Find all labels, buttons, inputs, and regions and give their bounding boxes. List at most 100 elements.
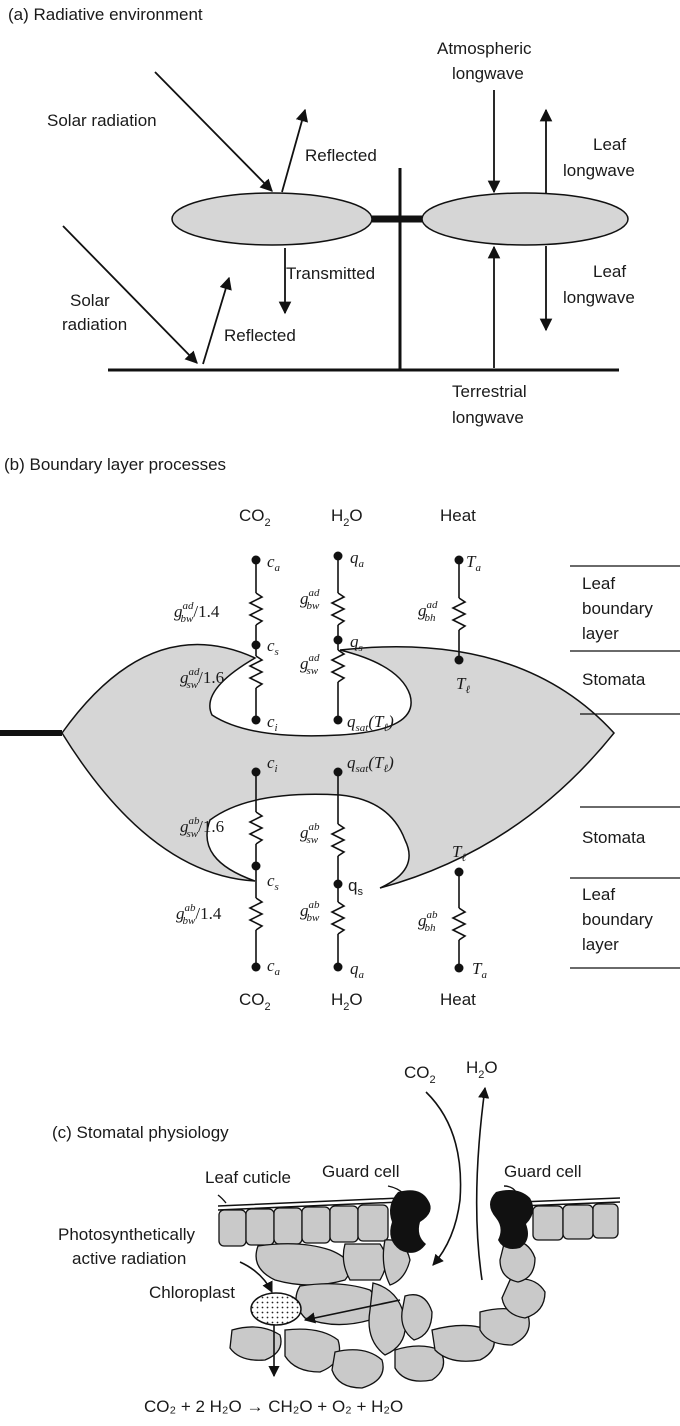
guard-cell-right-leader bbox=[503, 1185, 517, 1193]
node-qa-top bbox=[333, 551, 343, 561]
right-label-stomata-top: Stomata bbox=[582, 670, 646, 689]
right-label-leaf-top: Leaf bbox=[582, 574, 615, 593]
label-ta-bottom: Ta bbox=[472, 959, 487, 981]
panel-a-title: (a) Radiative environment bbox=[8, 5, 203, 24]
co2-to-chloroplast-arrow bbox=[303, 1299, 401, 1324]
node-ta-bottom bbox=[454, 963, 464, 973]
label-qa-bottom: qa bbox=[350, 959, 365, 981]
label-qsat-bottom: qsat(Tℓ) bbox=[347, 753, 394, 775]
right-leaf bbox=[421, 192, 629, 246]
solar-label-bottom: Solar bbox=[70, 291, 110, 310]
reflected-label-top: Reflected bbox=[305, 146, 377, 165]
label-qa-top: qa bbox=[350, 548, 365, 570]
h2o-top-chain bbox=[330, 556, 346, 720]
chloroplast-shape bbox=[250, 1292, 302, 1326]
reflected-label-bottom: Reflected bbox=[224, 326, 296, 345]
leaf-cuticle-label: Leaf cuticle bbox=[205, 1168, 291, 1187]
node-ci-top bbox=[251, 715, 261, 725]
panel-b-boundary-layer: (b) Boundary layer processes Leaf bounda… bbox=[0, 455, 680, 1013]
label-ca-bottom: ca bbox=[267, 956, 281, 978]
reflected-arrow-bottom bbox=[202, 276, 232, 365]
h2o-outflow-arrow bbox=[475, 1086, 490, 1281]
node-qs-bottom bbox=[333, 879, 343, 889]
heat-bottom-chain bbox=[451, 872, 467, 968]
right-label-leaf-bottom: Leaf bbox=[582, 885, 615, 904]
leaf-longwave-up-label-2: longwave bbox=[563, 161, 635, 180]
epidermal-cells-right bbox=[532, 1203, 619, 1241]
guard-cell-right-shape bbox=[490, 1190, 534, 1249]
label-ci-bottom: ci bbox=[267, 753, 278, 775]
chloroplast-label: Chloroplast bbox=[149, 1283, 235, 1302]
panel-b-title: (b) Boundary layer processes bbox=[4, 455, 226, 474]
node-qsat-top bbox=[333, 715, 343, 725]
guard-cell-left-leader bbox=[387, 1185, 405, 1195]
node-ca-top bbox=[251, 555, 261, 565]
node-qsat-bottom bbox=[333, 767, 343, 777]
par-label-2: active radiation bbox=[72, 1249, 186, 1268]
guard-cell-left-shape bbox=[390, 1190, 431, 1253]
solar-radiation-arrow-top bbox=[154, 71, 273, 192]
node-cs-top bbox=[251, 640, 261, 650]
guard-cell-right-label: Guard cell bbox=[504, 1162, 581, 1181]
co2-header-bottom: CO2 bbox=[239, 990, 271, 1013]
cuticle-leader bbox=[217, 1194, 227, 1204]
transmitted-label: Transmitted bbox=[286, 264, 375, 283]
leaf-cuticle-right bbox=[519, 1197, 621, 1207]
mesophyll-cells bbox=[229, 1239, 546, 1389]
solar-radiation-arrow-bottom bbox=[62, 225, 198, 364]
epidermal-cells-left bbox=[218, 1204, 389, 1247]
leaf-longwave-down-label-2: longwave bbox=[563, 288, 635, 307]
h2o-header-bottom: H2O bbox=[331, 990, 363, 1013]
left-leaf bbox=[171, 192, 373, 246]
guard-cell-left-label: Guard cell bbox=[322, 1162, 399, 1181]
atmospheric-label: Atmospheric bbox=[437, 39, 532, 58]
panel-c-title: (c) Stomatal physiology bbox=[52, 1123, 229, 1142]
node-ta-top bbox=[454, 555, 464, 565]
label-ta-top: Ta bbox=[466, 552, 481, 574]
label-qs-bottom: qs bbox=[348, 876, 363, 898]
right-label-stomata-bottom: Stomata bbox=[582, 828, 646, 847]
leaf-cuticle-layer bbox=[217, 1197, 401, 1211]
leaf-longwave-down-label-1: Leaf bbox=[593, 262, 626, 281]
heat-header-top: Heat bbox=[440, 506, 476, 525]
panel-c-stomatal-physiology: (c) Stomatal physiology bbox=[52, 1058, 621, 1416]
right-label-boundary-top: boundary bbox=[582, 599, 653, 618]
radiation-label-bottom: radiation bbox=[62, 315, 127, 334]
node-ci-bottom bbox=[251, 767, 261, 777]
right-label-layer-bottom: layer bbox=[582, 935, 619, 954]
label-ci-top: ci bbox=[267, 712, 278, 734]
panel-a-radiative-environment: (a) Radiative environment Solar radiatio… bbox=[8, 5, 635, 427]
terrestrial-label: Terrestrial bbox=[452, 382, 527, 401]
photosynthesis-equation: CO₂ + 2 H₂O → CH₂O + O₂ + H₂O bbox=[144, 1397, 403, 1416]
par-arrow bbox=[239, 1261, 273, 1294]
co2-label-c: CO2 bbox=[404, 1063, 436, 1086]
node-qs-top bbox=[333, 635, 343, 645]
right-label-layer-top: layer bbox=[582, 624, 619, 643]
h2o-bottom-chain bbox=[330, 772, 346, 967]
terrestrial-longwave-label: longwave bbox=[452, 408, 524, 427]
atmospheric-longwave-label: longwave bbox=[452, 64, 524, 83]
node-tl-bottom bbox=[454, 867, 464, 877]
h2o-label-c: H2O bbox=[466, 1058, 498, 1081]
right-label-boundary-bottom: boundary bbox=[582, 910, 653, 929]
h2o-header-top: H2O bbox=[331, 506, 363, 529]
heat-top-chain bbox=[451, 560, 467, 660]
heat-header-bottom: Heat bbox=[440, 990, 476, 1009]
node-tl-top bbox=[454, 655, 464, 665]
co2-inflow-arrow bbox=[425, 1091, 462, 1266]
solar-radiation-label-top: Solar radiation bbox=[47, 111, 157, 130]
node-ca-bottom bbox=[251, 962, 261, 972]
co2-header-top: CO2 bbox=[239, 506, 271, 529]
co2-top-chain bbox=[248, 560, 264, 720]
node-qa-bottom bbox=[333, 962, 343, 972]
leaf-cross-section bbox=[61, 643, 615, 889]
